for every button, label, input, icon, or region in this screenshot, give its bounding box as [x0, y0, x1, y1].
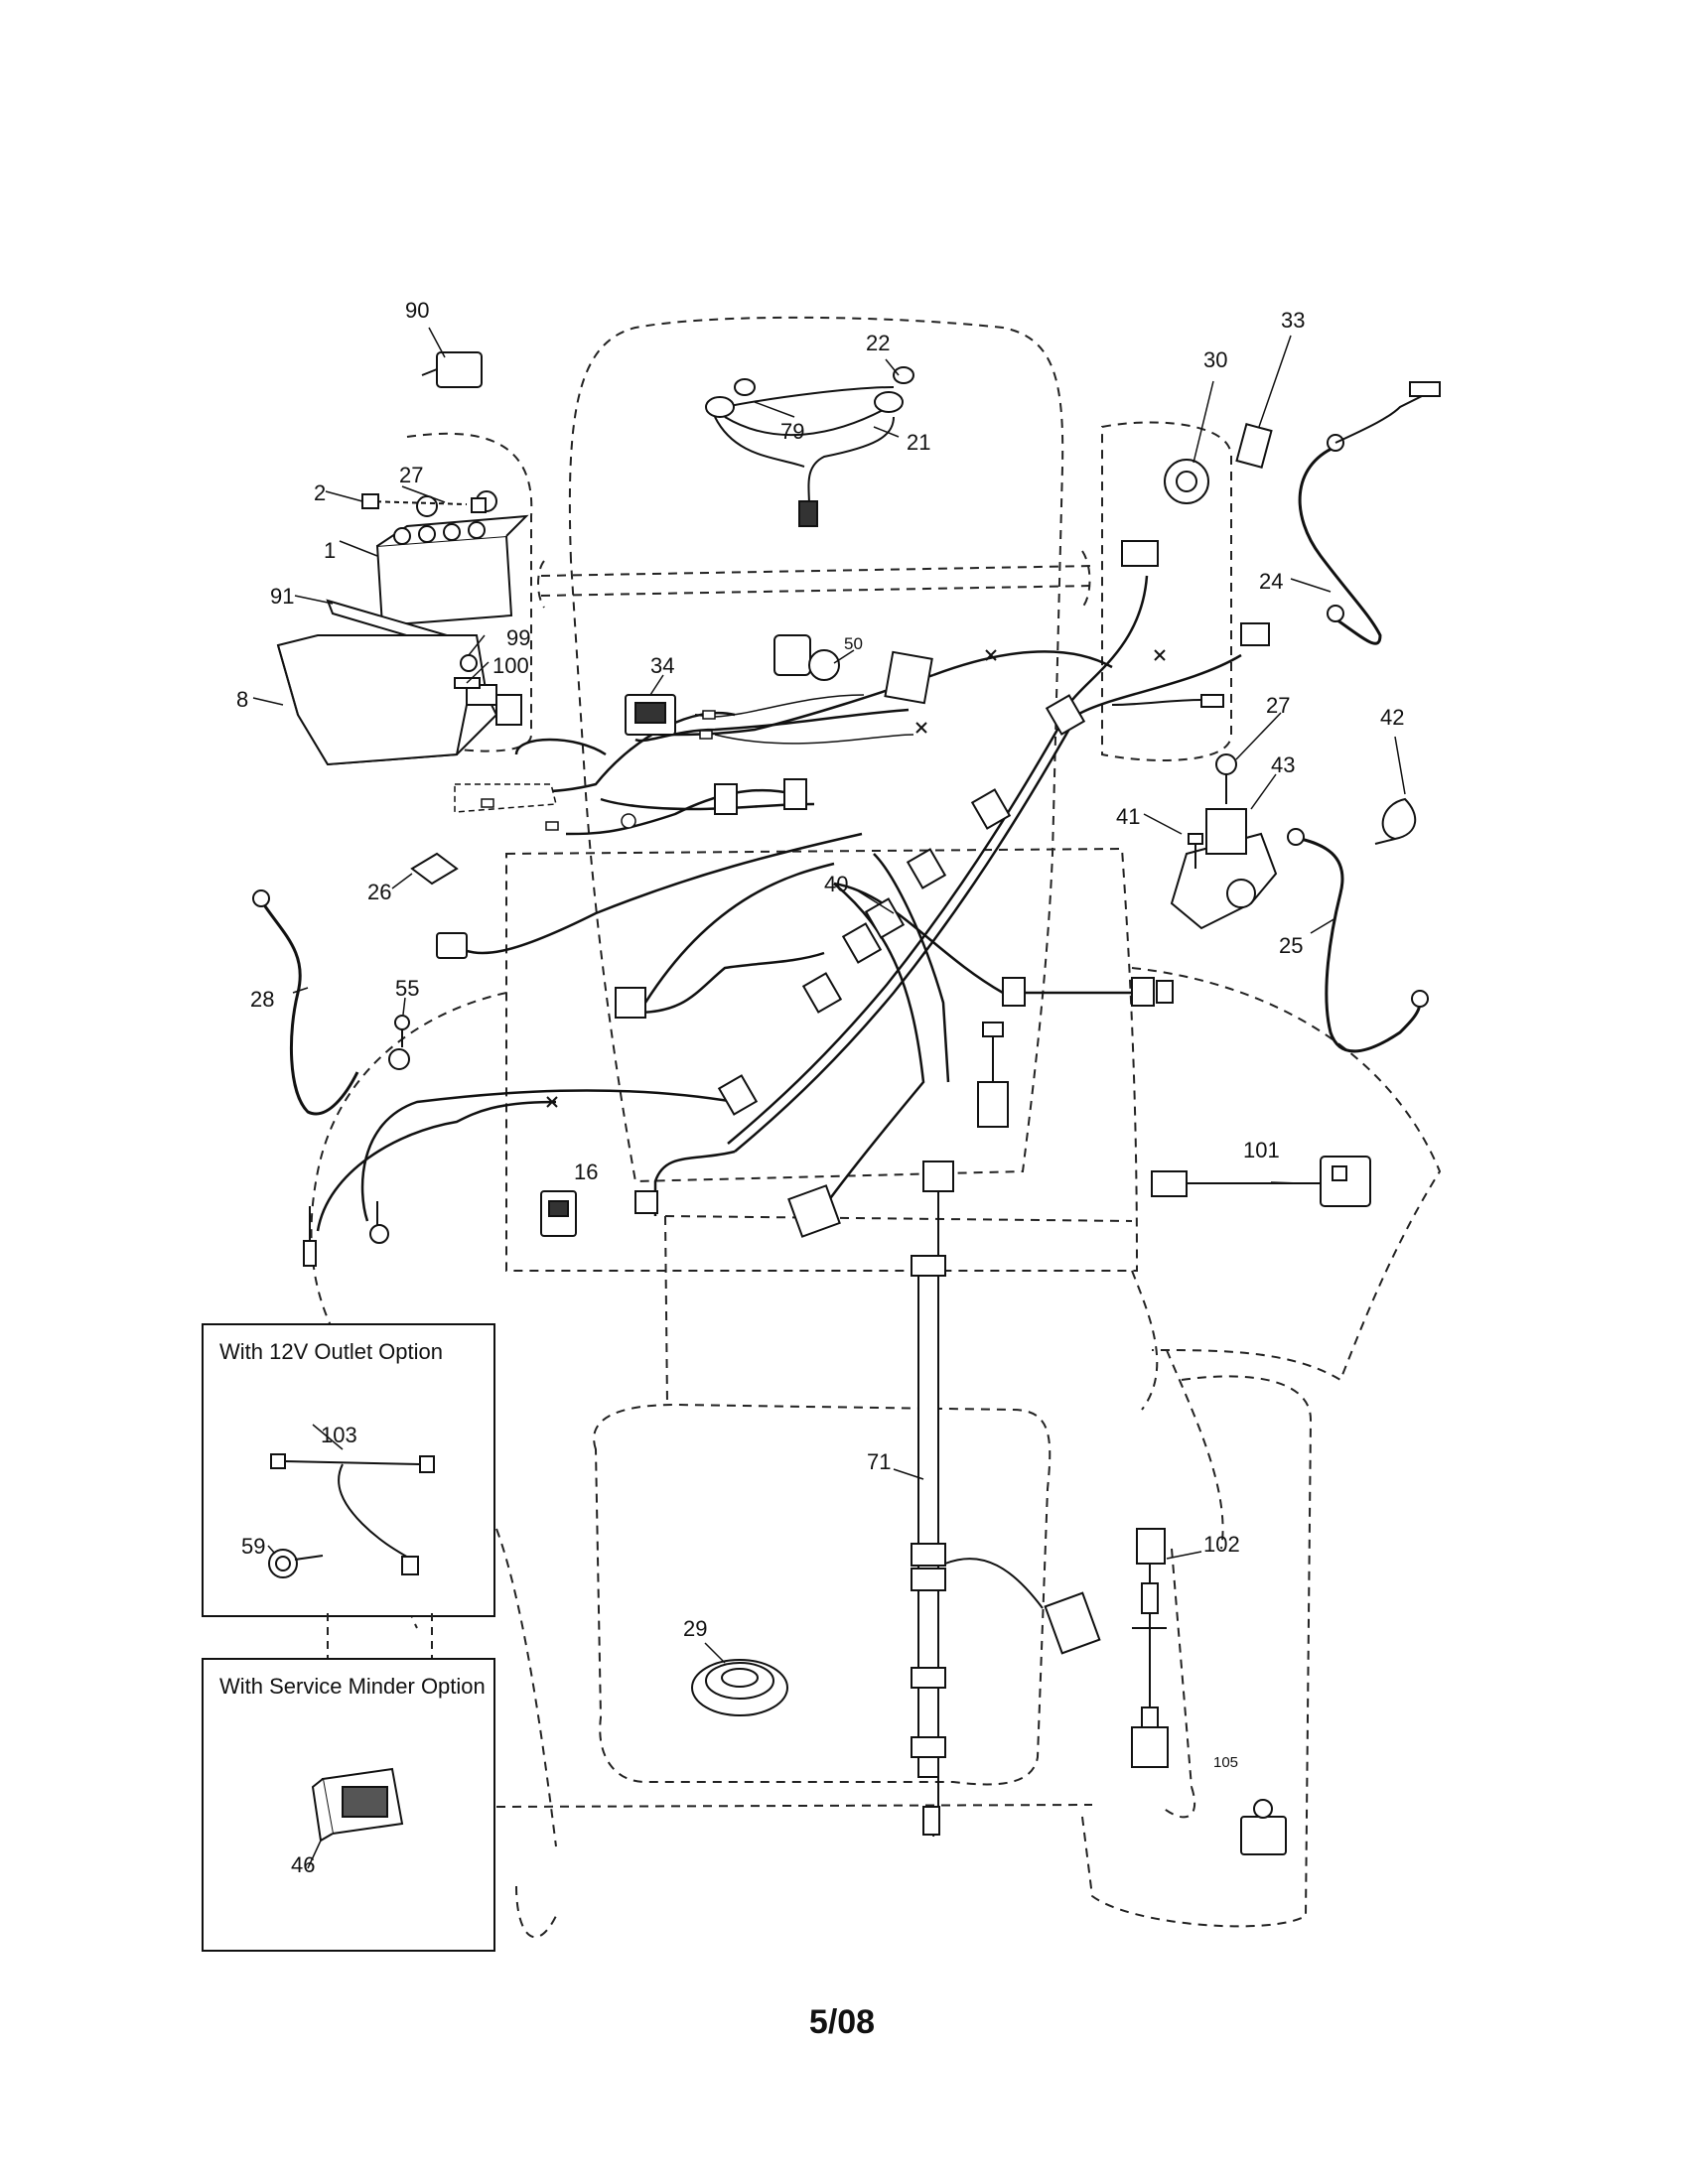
- callout-26: 26: [367, 880, 392, 904]
- callout-28: 28: [250, 987, 275, 1012]
- callout-46: 46: [291, 1852, 316, 1877]
- callout-27-solenoid: 27: [1266, 693, 1291, 718]
- callout-29: 29: [683, 1616, 708, 1641]
- option-service-minder: With Service Minder Option 46: [202, 1658, 495, 1952]
- callout-16: 16: [574, 1160, 599, 1184]
- callout-71: 71: [867, 1449, 892, 1474]
- callout-34: 34: [650, 653, 675, 678]
- callout-22: 22: [866, 331, 891, 355]
- harness-wires: [316, 575, 1242, 1232]
- harness-71: [911, 1160, 1101, 1838]
- callout-59: 59: [241, 1534, 266, 1559]
- callout-30: 30: [1203, 347, 1228, 372]
- harness-clips: [634, 694, 1174, 1214]
- callout-102: 102: [1203, 1532, 1240, 1557]
- callout-21: 21: [907, 430, 931, 455]
- callout-40: 40: [824, 872, 849, 896]
- components: [252, 351, 1441, 1855]
- callout-55: 55: [395, 976, 420, 1001]
- option-service-minder-title: With Service Minder Option: [219, 1674, 486, 1699]
- callout-41: 41: [1116, 804, 1141, 829]
- callout-8: 8: [236, 687, 249, 712]
- wire-ends: [454, 694, 914, 831]
- callout-2: 2: [314, 480, 327, 505]
- option-12v-outlet: With 12V Outlet Option 103 59: [202, 1323, 495, 1617]
- service-minder-icon: [307, 1767, 404, 1869]
- callout-103: 103: [321, 1423, 357, 1447]
- callout-33: 33: [1281, 308, 1306, 333]
- callout-43: 43: [1271, 752, 1296, 777]
- callout-1: 1: [324, 538, 337, 563]
- callout-91: 91: [270, 584, 295, 609]
- callout-100: 100: [492, 653, 529, 678]
- callout-105: 105: [1213, 1754, 1239, 1771]
- leader-lines: [252, 327, 1406, 1664]
- callout-90: 90: [405, 298, 430, 323]
- callout-101: 101: [1243, 1138, 1280, 1162]
- date-code: 5/08: [808, 2003, 876, 2041]
- callout-24: 24: [1259, 569, 1284, 594]
- callout-42: 42: [1380, 705, 1405, 730]
- callout-25: 25: [1279, 933, 1304, 958]
- callout-50: 50: [844, 634, 863, 653]
- outlet-harness-icon: [267, 1424, 435, 1578]
- callout-27-battery: 27: [399, 463, 424, 487]
- callout-99: 99: [506, 625, 531, 650]
- option-12v-outlet-title: With 12V Outlet Option: [219, 1339, 443, 1364]
- callout-79: 79: [780, 419, 805, 444]
- cut-marks: [546, 649, 1166, 1108]
- tractor-outline: [310, 316, 1442, 1939]
